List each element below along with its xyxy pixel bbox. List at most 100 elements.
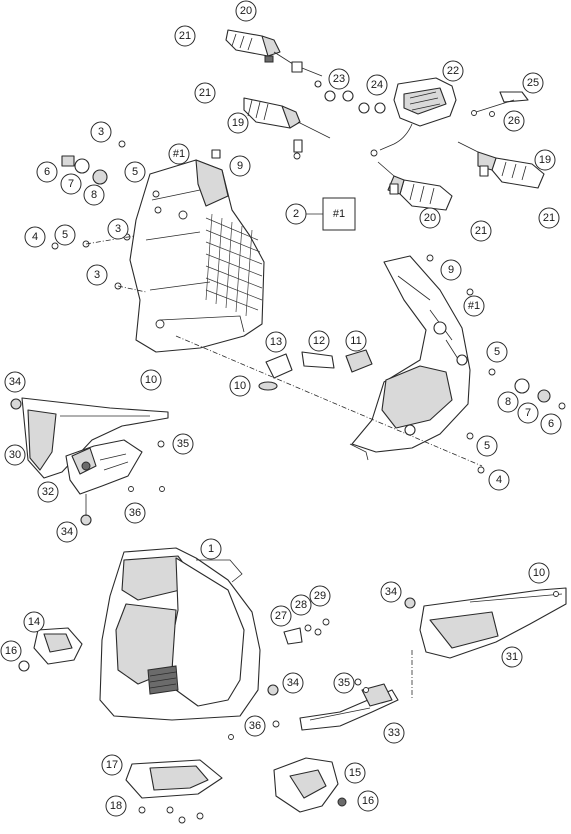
svg-text:33: 33 — [388, 727, 400, 739]
callout-16b: 16 — [357, 790, 379, 812]
callout-33: 33 — [383, 722, 405, 744]
callout-6a: 6 — [36, 161, 58, 183]
svg-text:2: 2 — [293, 208, 299, 220]
svg-text:20: 20 — [424, 212, 436, 224]
svg-text:27: 27 — [275, 610, 287, 622]
svg-text:4: 4 — [496, 474, 502, 486]
headlight-carrier — [129, 149, 265, 353]
callout-7b: 7 — [517, 402, 539, 424]
right-support-frame — [349, 254, 474, 461]
svg-text:10: 10 — [145, 374, 157, 386]
callout-17: 17 — [101, 754, 123, 776]
callout-4a: 4 — [24, 226, 46, 248]
callout-ref-1b: #1 — [463, 295, 485, 317]
svg-text:8: 8 — [91, 189, 97, 201]
callout-21a: 21 — [174, 25, 196, 47]
callout-3c: 3 — [86, 264, 108, 286]
svg-text:34: 34 — [61, 526, 73, 538]
svg-text:5: 5 — [132, 166, 138, 178]
callout-10b: 10 — [229, 375, 251, 397]
svg-text:19: 19 — [539, 154, 551, 166]
svg-text:21: 21 — [475, 225, 487, 237]
callout-20b: 20 — [419, 207, 441, 229]
svg-text:20: 20 — [240, 5, 252, 17]
svg-text:23: 23 — [333, 73, 345, 85]
svg-text:12: 12 — [313, 335, 325, 347]
callout-22: 22 — [442, 60, 464, 82]
bracket-25-26 — [471, 91, 529, 117]
small-parts-right — [466, 368, 566, 474]
callout-ref-1a: #1 — [168, 143, 190, 165]
callout-19a: 19 — [227, 112, 249, 134]
callout-34a: 34 — [4, 371, 26, 393]
svg-text:26: 26 — [508, 115, 520, 127]
callout-3b: 3 — [107, 218, 129, 240]
callout-30: 30 — [4, 444, 26, 466]
svg-text:35: 35 — [177, 438, 189, 450]
svg-text:10: 10 — [533, 567, 545, 579]
callout-8a: 8 — [83, 184, 105, 206]
callout-35a: 35 — [172, 433, 194, 455]
left-front-indicator — [225, 29, 323, 77]
svg-text:19: 19 — [232, 117, 244, 129]
callout-35b: 35 — [333, 672, 355, 694]
callout-6b: 6 — [540, 413, 562, 435]
adjusters-11-13 — [258, 349, 373, 391]
svg-text:30: 30 — [9, 449, 21, 461]
callout-34d: 34 — [282, 672, 304, 694]
callout-1: 1 — [200, 538, 222, 560]
svg-text:7: 7 — [68, 178, 74, 190]
leader-carrier-frame — [175, 335, 483, 467]
callout-32: 32 — [37, 481, 59, 503]
svg-text:34: 34 — [9, 376, 21, 388]
callout-36b: 36 — [244, 715, 266, 737]
svg-text:9: 9 — [237, 160, 243, 172]
callout-5b: 5 — [54, 224, 76, 246]
svg-text:1: 1 — [208, 543, 214, 555]
svg-text:8: 8 — [505, 396, 511, 408]
callout-5c: 5 — [486, 341, 508, 363]
svg-text:16: 16 — [5, 645, 17, 657]
callout-21d: 21 — [538, 207, 560, 229]
svg-text:10: 10 — [234, 380, 246, 392]
svg-text:35: 35 — [338, 677, 350, 689]
callout-16a: 16 — [0, 640, 22, 662]
svg-text:5: 5 — [62, 229, 68, 241]
callout-12: 12 — [308, 330, 330, 352]
svg-text:7: 7 — [525, 407, 531, 419]
svg-text:4: 4 — [32, 231, 38, 243]
svg-text:3: 3 — [98, 126, 104, 138]
right-trim-cover — [404, 587, 567, 700]
leader-screw-4 — [85, 235, 135, 245]
callout-34c: 34 — [380, 581, 402, 603]
callout-9a: 9 — [229, 155, 251, 177]
svg-text:6: 6 — [548, 418, 554, 430]
callout-7a: 7 — [60, 173, 82, 195]
left-rear-indicator — [243, 97, 331, 160]
svg-text:28: 28 — [295, 599, 307, 611]
svg-text:5: 5 — [494, 346, 500, 358]
svg-text:36: 36 — [129, 507, 141, 519]
callout-31: 31 — [501, 646, 523, 668]
cooling-grille — [205, 213, 263, 317]
callout-24: 24 — [366, 74, 388, 96]
svg-text:25: 25 — [527, 77, 539, 89]
svg-text:#1: #1 — [333, 208, 345, 220]
svg-text:11: 11 — [350, 335, 361, 347]
callout-26: 26 — [503, 110, 525, 132]
svg-text:21: 21 — [543, 212, 555, 224]
callout-25: 25 — [522, 72, 544, 94]
svg-text:31: 31 — [506, 651, 518, 663]
callout-27: 27 — [270, 605, 292, 627]
svg-text:15: 15 — [349, 767, 361, 779]
lower-bracket-17 — [125, 759, 223, 824]
svg-text:3: 3 — [115, 223, 121, 235]
right-rear-indicator — [457, 141, 545, 189]
svg-text:36: 36 — [249, 720, 261, 732]
callout-28: 28 — [290, 594, 312, 616]
callout-9b: 9 — [440, 259, 462, 281]
callout-20a: 20 — [235, 0, 257, 22]
callout-36a: 36 — [124, 502, 146, 524]
svg-text:29: 29 — [314, 590, 326, 602]
